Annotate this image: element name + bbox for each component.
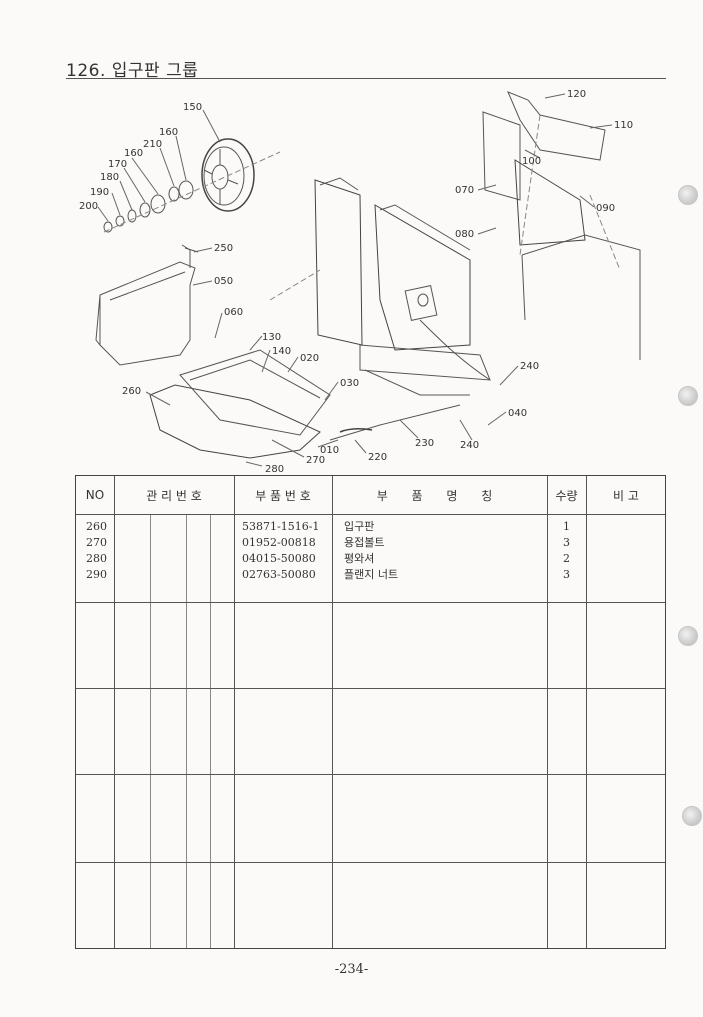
bracket-assembly (482, 91, 641, 360)
column-no: 260 270 280 290 (86, 519, 107, 583)
side-cover (95, 244, 199, 366)
table-divider (114, 476, 115, 948)
cell-part-number: 02763-50080 (242, 568, 316, 581)
table-rule (76, 602, 665, 603)
table-rule (76, 688, 665, 689)
callout-180: 180 (100, 172, 119, 183)
cell-part-number: 01952-00818 (242, 536, 316, 549)
callout-010: 010 (320, 445, 339, 456)
table-divider (234, 476, 235, 948)
callout-220: 220 (368, 452, 387, 463)
punch-hole (682, 806, 702, 826)
page-title: 126. 입구판 그룹 (66, 61, 199, 81)
table-rule (76, 774, 665, 775)
callouts (97, 93, 613, 467)
callout-100: 100 (522, 156, 541, 167)
column-part-name: 입구판 용접볼트 평와셔 플랜지 너트 (344, 519, 398, 583)
table-rule (76, 514, 665, 515)
callout-240: 240 (520, 361, 539, 372)
punch-hole (678, 185, 698, 205)
callout-130: 130 (262, 332, 281, 343)
exploded-parts-diagram: 150 160 210 160 170 180 190 200 250 050 … (79, 89, 641, 475)
punch-hole (678, 386, 698, 406)
callout-150: 150 (183, 102, 202, 113)
table-divider (210, 514, 211, 948)
header-management-number: 관 리 번 호 (146, 488, 202, 503)
callout-240: 240 (460, 440, 479, 451)
callout-160: 160 (159, 127, 178, 138)
callout-040: 040 (508, 408, 527, 419)
title-rule (66, 78, 666, 79)
header-part-number: 부 품 번 호 (255, 488, 311, 503)
parts-table: NO 관 리 번 호 부 품 번 호 부 품 명 칭 수량 비 고 260 27… (75, 475, 666, 949)
cell-part-name: 입구판 (344, 520, 375, 533)
callout-160: 160 (124, 148, 143, 159)
callout-030: 030 (340, 378, 359, 389)
cell-part-name: 평와셔 (344, 552, 375, 565)
cell-part-name: 용접볼트 (344, 536, 385, 549)
cell-no: 280 (86, 552, 107, 565)
cell-quantity: 3 (563, 536, 570, 549)
callout-labels: 150 160 210 160 170 180 190 200 250 050 … (79, 89, 633, 475)
callout-260: 260 (122, 386, 141, 397)
table-divider (150, 514, 151, 948)
table-divider (586, 476, 587, 948)
cell-no: 270 (86, 536, 107, 549)
table-divider (547, 476, 548, 948)
callout-230: 230 (415, 438, 434, 449)
cell-no: 260 (86, 520, 107, 533)
table-rule (76, 862, 665, 863)
page-number: -234- (334, 962, 369, 977)
column-part-number: 53871-1516-1 01952-00818 04015-50080 027… (242, 519, 319, 583)
cell-quantity: 1 (563, 520, 570, 533)
header-no: NO (85, 488, 105, 502)
column-quantity: 1 3 2 3 (563, 519, 570, 583)
cell-quantity: 2 (563, 552, 570, 565)
callout-080: 080 (455, 229, 474, 240)
callout-020: 020 (300, 353, 319, 364)
cell-part-number: 53871-1516-1 (242, 520, 320, 533)
callout-140: 140 (272, 346, 291, 357)
callout-070: 070 (455, 185, 474, 196)
pulley-assembly (103, 138, 281, 233)
cell-part-name: 플랜지 너트 (344, 568, 399, 581)
callout-090: 090 (596, 203, 615, 214)
punch-hole (678, 626, 698, 646)
callout-110: 110 (614, 120, 633, 131)
callout-210: 210 (143, 139, 162, 150)
callout-250: 250 (214, 243, 233, 254)
callout-120: 120 (567, 89, 586, 100)
callout-280: 280 (265, 464, 284, 475)
callout-170: 170 (108, 159, 127, 170)
cell-no: 290 (86, 568, 107, 581)
header-quantity: 수량 (555, 488, 578, 503)
header-remark: 비 고 (613, 488, 639, 503)
callout-050: 050 (214, 276, 233, 287)
cell-part-number: 04015-50080 (242, 552, 316, 565)
callout-200: 200 (79, 201, 98, 212)
header-part-name: 부 품 명 칭 (376, 488, 503, 503)
cell-quantity: 3 (563, 568, 570, 581)
main-frame (269, 177, 491, 441)
table-divider (186, 514, 187, 948)
callout-190: 190 (90, 187, 109, 198)
callout-060: 060 (224, 307, 243, 318)
callout-270: 270 (306, 455, 325, 466)
inlet-plate (149, 349, 331, 459)
table-divider (332, 476, 333, 948)
